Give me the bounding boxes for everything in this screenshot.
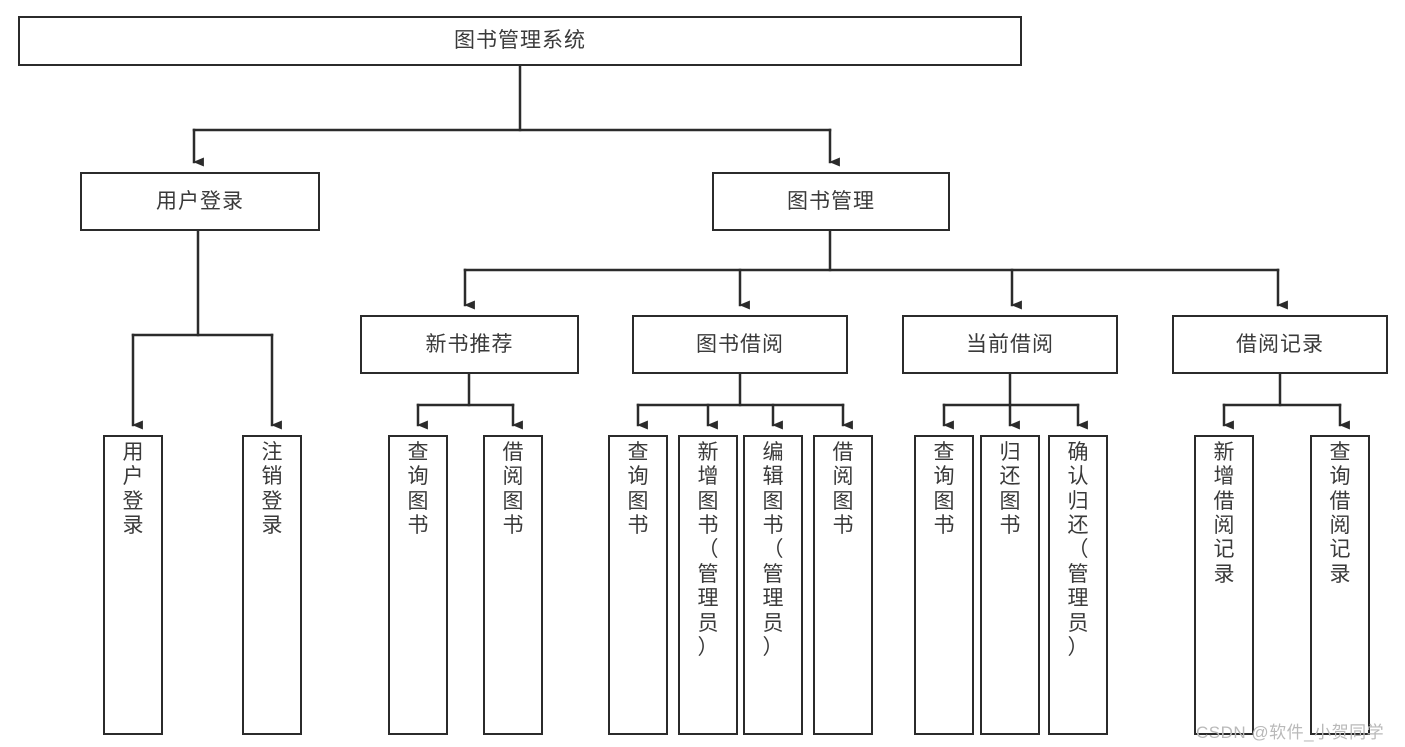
node-leaf-confirm-return-label: 确认归还（管理员） [1067, 441, 1089, 659]
node-root[interactable]: 图书管理系统 [18, 16, 1022, 66]
node-book-manage-label: 图书管理 [787, 189, 875, 213]
node-leaf-borrow-book-rec-label: 借阅图书 [502, 441, 524, 538]
node-leaf-add-book[interactable]: 新增图书（管理员） [678, 435, 738, 735]
node-new-book-recommend[interactable]: 新书推荐 [360, 315, 579, 374]
node-leaf-query-record-label: 查询借阅记录 [1329, 441, 1351, 586]
node-leaf-user-login[interactable]: 用户登录 [103, 435, 163, 735]
node-leaf-query-book-rec[interactable]: 查询图书 [388, 435, 448, 735]
node-leaf-edit-book[interactable]: 编辑图书（管理员） [743, 435, 803, 735]
node-leaf-add-record[interactable]: 新增借阅记录 [1194, 435, 1254, 735]
node-user-login[interactable]: 用户登录 [80, 172, 320, 231]
node-leaf-add-record-label: 新增借阅记录 [1213, 441, 1235, 586]
node-borrow-record-label: 借阅记录 [1236, 332, 1324, 356]
node-leaf-query-book-borrow-label: 查询图书 [627, 441, 649, 538]
node-new-book-recommend-label: 新书推荐 [425, 332, 514, 356]
node-leaf-borrow-book-label: 借阅图书 [832, 441, 854, 538]
csdn-watermark: CSDN @软件_小贺同学 [1196, 723, 1385, 742]
node-leaf-add-book-label: 新增图书（管理员） [697, 441, 719, 659]
node-current-borrow-label: 当前借阅 [966, 332, 1054, 356]
node-leaf-confirm-return[interactable]: 确认归还（管理员） [1048, 435, 1108, 735]
node-leaf-query-book-cur-label: 查询图书 [933, 441, 955, 538]
node-book-borrow-label: 图书借阅 [696, 332, 784, 356]
node-leaf-query-record[interactable]: 查询借阅记录 [1310, 435, 1370, 735]
node-leaf-query-book-borrow[interactable]: 查询图书 [608, 435, 668, 735]
node-current-borrow[interactable]: 当前借阅 [902, 315, 1118, 374]
node-leaf-logout-label: 注销登录 [261, 441, 283, 538]
node-leaf-borrow-book[interactable]: 借阅图书 [813, 435, 873, 735]
node-borrow-record[interactable]: 借阅记录 [1172, 315, 1388, 374]
node-leaf-logout[interactable]: 注销登录 [242, 435, 302, 735]
node-root-label: 图书管理系统 [454, 29, 586, 53]
node-leaf-return-book[interactable]: 归还图书 [980, 435, 1040, 735]
node-leaf-return-book-label: 归还图书 [999, 441, 1021, 538]
node-book-borrow[interactable]: 图书借阅 [632, 315, 848, 374]
node-leaf-user-login-label: 用户登录 [122, 441, 144, 538]
node-leaf-borrow-book-rec[interactable]: 借阅图书 [483, 435, 543, 735]
node-book-manage[interactable]: 图书管理 [712, 172, 950, 231]
node-leaf-edit-book-label: 编辑图书（管理员） [762, 441, 784, 659]
node-leaf-query-book-cur[interactable]: 查询图书 [914, 435, 974, 735]
node-leaf-query-book-rec-label: 查询图书 [407, 441, 429, 538]
node-user-login-label: 用户登录 [156, 189, 244, 213]
